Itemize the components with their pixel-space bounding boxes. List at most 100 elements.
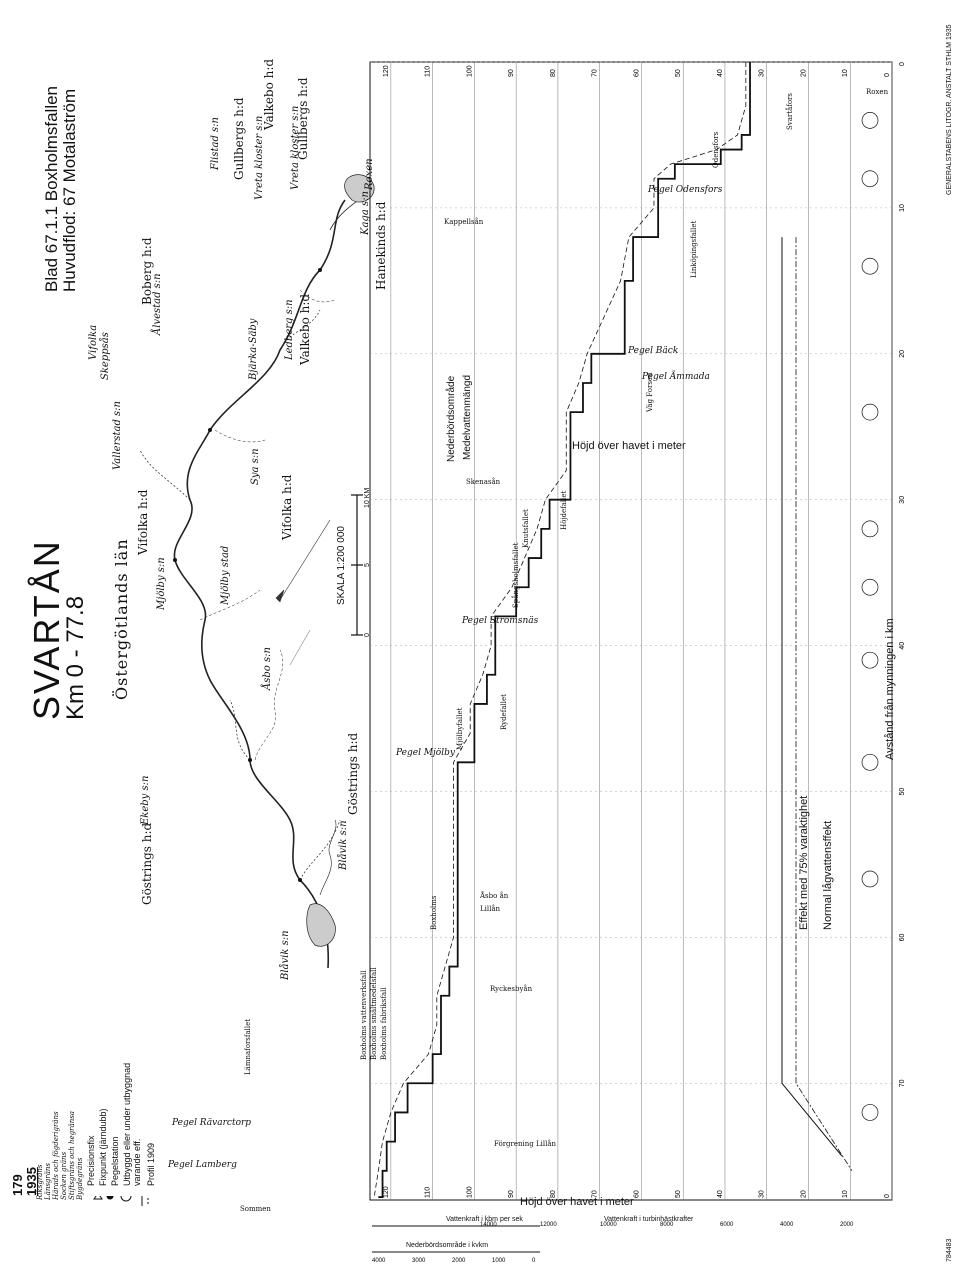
fall-label: Sommen bbox=[240, 1205, 271, 1213]
gauge-label: Pegel Strömsnäs bbox=[462, 616, 539, 626]
fall-label: Skenasån bbox=[466, 478, 501, 486]
height-tick-label: 120 bbox=[383, 65, 390, 77]
fall-label: Höjdefallet bbox=[560, 490, 568, 530]
height-tick-label: 70 bbox=[592, 1190, 599, 1198]
effekt-line bbox=[781, 237, 843, 1157]
gauge-label: Pegel Bäck bbox=[628, 346, 679, 356]
vattenkraft-turbin-label: Vattenkraft i turbinhästkrafter bbox=[604, 1216, 694, 1223]
height-tick-label: 100 bbox=[466, 65, 473, 77]
height-tick-label: 20 bbox=[800, 1190, 807, 1198]
lagvatten-line bbox=[795, 237, 853, 1172]
fixpunkt-marker bbox=[861, 403, 879, 421]
height-tick-label: 50 bbox=[675, 1190, 682, 1198]
legend-symbols: ✲ bbox=[86, 1196, 149, 1206]
fixpunkt-marker bbox=[861, 651, 879, 669]
fall-label: Spångsholmsfallet bbox=[512, 542, 520, 608]
fixpunkt-marker bbox=[861, 870, 879, 888]
plate-number: 784483 bbox=[946, 1238, 953, 1262]
height-tick-label: 60 bbox=[633, 1190, 640, 1198]
height-tick-label: 60 bbox=[633, 69, 640, 77]
km-tick-label: 50 bbox=[899, 788, 906, 796]
km-tick-label: 30 bbox=[899, 496, 906, 504]
fall-label: Knutsfallet bbox=[522, 509, 530, 548]
height-tick-label: 110 bbox=[425, 66, 432, 77]
fall-label: Linköpingsfallet bbox=[690, 220, 698, 278]
kbm-tick-label: 6000 bbox=[720, 1222, 734, 1228]
height-tick-label: 50 bbox=[675, 69, 682, 77]
fall-label: Kappellsån bbox=[444, 218, 484, 226]
fixpunkt-marker bbox=[861, 578, 879, 596]
fall-label: Rydefallet bbox=[500, 694, 508, 730]
profile-frame bbox=[369, 61, 893, 1201]
medelvatten-side: Medelvattenmängd bbox=[462, 374, 473, 460]
fall-label: Väg Forsen bbox=[646, 372, 654, 412]
tributary-label: Förgrening Lillån bbox=[494, 1140, 557, 1148]
fall-label: Boxholms smältmedelsfall bbox=[370, 967, 378, 1060]
fall-label: Boxholms fabriksfall bbox=[380, 987, 388, 1060]
gauge-label: Pegel Ämmada bbox=[642, 372, 710, 382]
kbm-tick-label: 2000 bbox=[840, 1222, 854, 1228]
x-axis-label: Avstånd från mynningen i km bbox=[884, 618, 896, 760]
tributary-label: Ryckesbyån bbox=[490, 985, 533, 993]
kvkm-tick-label: 2000 bbox=[452, 1258, 466, 1264]
kbm-tick-label: 8000 bbox=[660, 1222, 674, 1228]
height-tick-label: 10 bbox=[842, 69, 849, 77]
height-tick-label: 120 bbox=[383, 1186, 390, 1198]
fixpunkt-marker bbox=[861, 170, 879, 188]
height-tick-label: 100 bbox=[466, 1186, 473, 1198]
kbm-tick-label: 12000 bbox=[540, 1222, 557, 1228]
fall-label: Lillån bbox=[480, 905, 501, 913]
kvkm-tick-label: 0 bbox=[532, 1258, 536, 1264]
km-tick-label: 60 bbox=[899, 933, 906, 941]
fall-label: Mjölbyfallet bbox=[456, 707, 464, 750]
fall-label: Boxholms vattenverksfall bbox=[360, 970, 368, 1060]
height-tick-label: 30 bbox=[759, 1190, 766, 1198]
height-tick-label: 80 bbox=[550, 1190, 557, 1198]
km-tick-label: 10 bbox=[899, 204, 906, 212]
nederbord-side: Nederbördsområde bbox=[446, 375, 457, 462]
kvkm-tick-label: 3000 bbox=[412, 1258, 426, 1264]
fall-label: Roxen bbox=[866, 88, 889, 96]
gauge-label: Pegel Odensfors bbox=[648, 185, 723, 195]
profile-1909-line bbox=[373, 62, 747, 1198]
height-tick-label: 30 bbox=[759, 69, 766, 77]
nederbord-label: Nederbördsområde i kvkm bbox=[406, 1242, 489, 1249]
effekt-label: Effekt med 75% varaktighet bbox=[798, 795, 810, 930]
height-tick-label: 10 bbox=[842, 1190, 849, 1198]
kbm-tick-label: 14000 bbox=[480, 1222, 497, 1228]
fixpunkt-marker bbox=[861, 1104, 879, 1121]
km-tick-label: 70 bbox=[899, 1079, 906, 1087]
fall-label: Boxholms bbox=[430, 895, 438, 931]
fall-label: Svartåfors bbox=[786, 93, 794, 130]
printer-credit: GENERALSTABENS LITOGR. ANSTALT STHLM 193… bbox=[946, 24, 953, 195]
kbm-tick-label: 10000 bbox=[600, 1222, 617, 1228]
fall-label: Åsbo ån bbox=[480, 892, 509, 900]
height-tick-label: 90 bbox=[508, 1190, 515, 1198]
top-axis-label: Höjd över havet i meter bbox=[572, 440, 686, 452]
height-tick-label: 70 bbox=[592, 69, 599, 77]
height-tick-label: 80 bbox=[550, 69, 557, 77]
fall-label: Lämnaforsfallet bbox=[244, 1018, 252, 1075]
height-tick-label: 40 bbox=[717, 69, 724, 77]
height-tick-label: 0 bbox=[884, 73, 891, 77]
kbm-tick-label: 4000 bbox=[780, 1222, 794, 1228]
height-tick-label: 90 bbox=[508, 69, 515, 77]
gauge-label: Pegel Mjölby bbox=[396, 748, 455, 758]
gauge-label: Pegel Rävarctorp bbox=[172, 1118, 252, 1128]
fall-label: Odensfors bbox=[712, 131, 720, 168]
vattenkraft-kbm-label: Vattenkraft i kbm per sek bbox=[446, 1216, 523, 1223]
water-surface-profile bbox=[378, 62, 751, 1198]
height-tick-label: 0 bbox=[884, 1194, 891, 1198]
height-tick-label: 110 bbox=[425, 1187, 432, 1198]
gauge-label: Pegel Lamberg bbox=[168, 1160, 237, 1170]
fixpunkt-marker bbox=[861, 112, 879, 129]
km-tick-label: 20 bbox=[899, 350, 906, 358]
height-tick-label: 20 bbox=[800, 69, 807, 77]
fixpunkt-marker bbox=[861, 520, 879, 538]
fixpunkt-marker bbox=[861, 753, 879, 771]
lagvatten-label: Normal lågvattensffekt bbox=[822, 820, 834, 930]
kvkm-tick-label: 4000 bbox=[372, 1258, 386, 1264]
km-tick-label: 0 bbox=[899, 62, 906, 66]
